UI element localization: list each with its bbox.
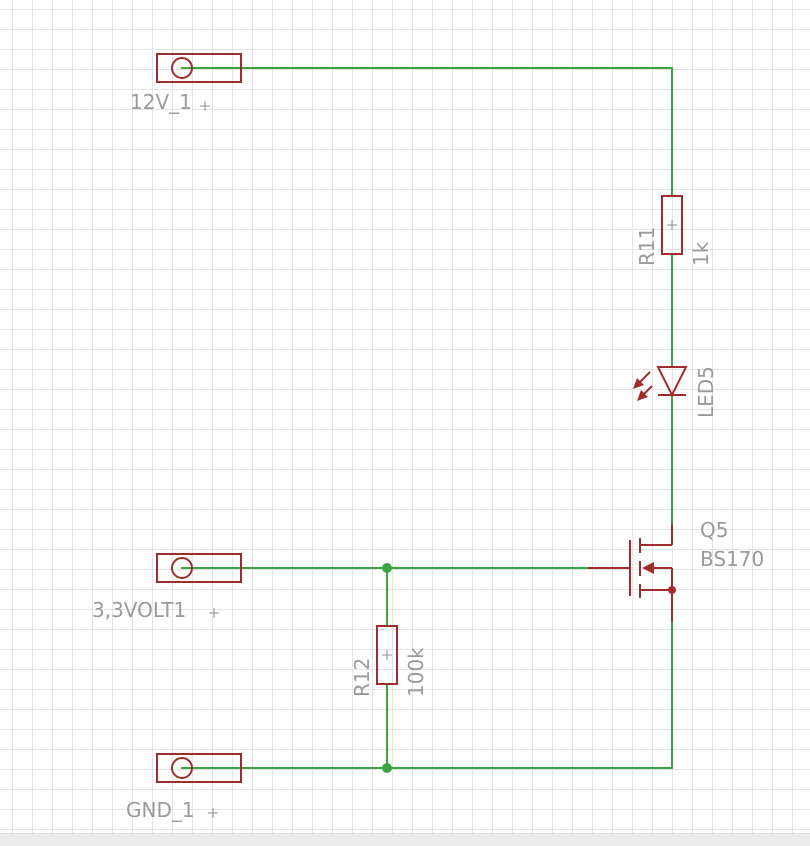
resistor-r12-value: 100k [404, 647, 428, 697]
connector-12v[interactable] [156, 53, 242, 111]
resistor-r11-value: 1k [689, 241, 713, 266]
net-12v-wire[interactable] [181, 67, 673, 197]
resistor-r12-name: R12 [350, 658, 374, 697]
mosfet-q5-value: BS170 [700, 547, 764, 571]
resistor-r12[interactable] [376, 625, 398, 685]
resistor-r11[interactable] [661, 195, 683, 255]
wires [181, 67, 673, 769]
led-led5[interactable] [633, 366, 688, 401]
connector-gnd[interactable] [156, 753, 242, 818]
resistor-r11-name: R11 [635, 227, 659, 266]
mosfet-q5-name: Q5 [700, 518, 728, 542]
mosfet-q5[interactable] [588, 524, 676, 622]
junction-gnd [382, 763, 392, 773]
connector-gnd-label: GND_1 [126, 798, 195, 822]
connector-3v3-label: 3,3VOLT1 [92, 598, 186, 622]
net-gnd-wire[interactable] [181, 621, 673, 769]
connector-12v-label: 12V_1 [130, 90, 192, 114]
scrollbar-track[interactable] [0, 833, 810, 846]
led-led5-name: LED5 [694, 366, 718, 418]
connector-3v3[interactable] [156, 553, 242, 618]
junction-gate [382, 563, 392, 573]
